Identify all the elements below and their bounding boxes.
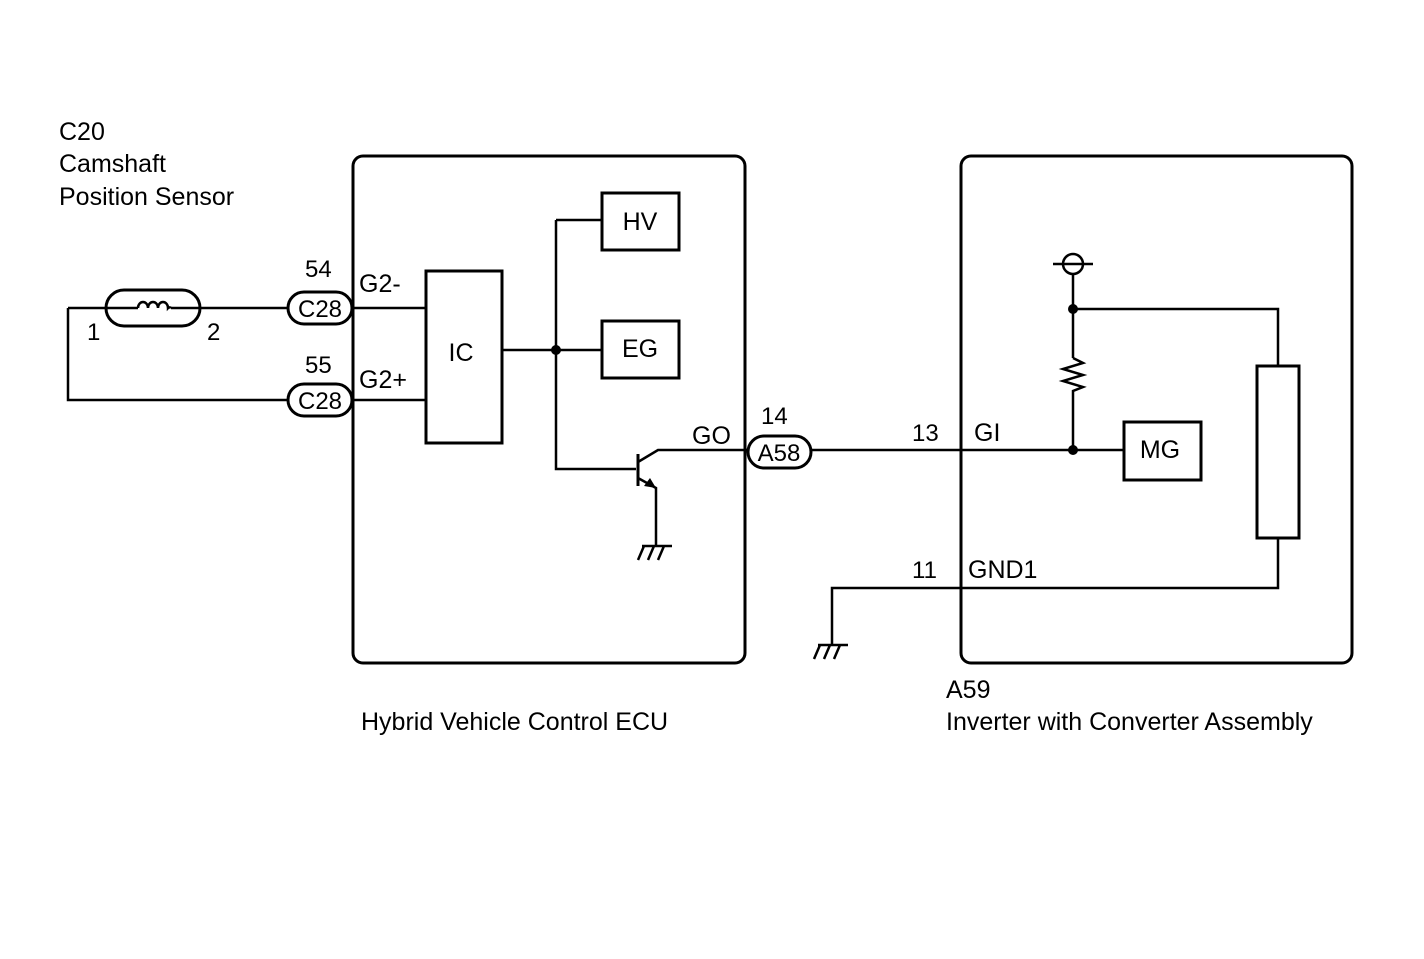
hv-block [600, 191, 681, 252]
mg-label: MG [1140, 436, 1180, 464]
hv-label: HV [623, 208, 658, 236]
eg-block [600, 319, 681, 380]
transistor-symbol [636, 448, 748, 546]
sensor-code: C20 [59, 118, 105, 146]
sensor-return-wire [66, 308, 288, 402]
connector-code-c28-54: C28 [298, 296, 342, 323]
inverter-load-block [1255, 364, 1301, 540]
connector-c28-54: 54 C28 [286, 256, 354, 326]
ecu-box [351, 154, 747, 665]
signal-g2-plus: G2+ [359, 366, 407, 394]
pullup-resistor-symbol [1058, 356, 1088, 450]
sensor-coil-symbol [68, 288, 288, 328]
inverter-name: Inverter with Converter Assembly [946, 708, 1313, 736]
ic-label: IC [449, 339, 474, 367]
ic-block [424, 269, 504, 445]
inverter-code: A59 [946, 676, 990, 704]
junction-dot [1068, 445, 1078, 455]
connector-pin-54: 54 [305, 256, 332, 283]
connector-code-a58: A58 [758, 440, 801, 467]
mg-block [1122, 420, 1203, 482]
power-supply-symbol [1053, 252, 1093, 276]
junction-dot [551, 345, 561, 355]
ecu-name: Hybrid Vehicle Control ECU [361, 708, 668, 736]
inverter-pin-13: 13 [912, 420, 939, 447]
connector-c28-55: 55 C28 [286, 352, 354, 418]
sensor-pin-2: 2 [207, 319, 220, 346]
connector-pin-14: 14 [761, 403, 788, 430]
sensor-pin-1: 1 [87, 319, 100, 346]
connector-code-c28-55: C28 [298, 388, 342, 415]
sensor-name-line1: Camshaft [59, 150, 166, 178]
inverter-pin-11: 11 [912, 557, 937, 584]
ground-symbol-inverter [812, 643, 848, 660]
signal-gnd1: GND1 [968, 556, 1037, 584]
connector-pin-55: 55 [305, 352, 332, 379]
connector-a58-14: 14 A58 [746, 403, 813, 470]
ground-symbol-ecu [636, 544, 672, 561]
eg-label: EG [622, 335, 658, 363]
signal-gi: GI [974, 419, 1000, 447]
sensor-name-line2: Position Sensor [59, 183, 234, 211]
signal-g2-minus: G2- [359, 270, 401, 298]
inverter-box [959, 154, 1354, 665]
signal-go: GO [692, 422, 731, 450]
